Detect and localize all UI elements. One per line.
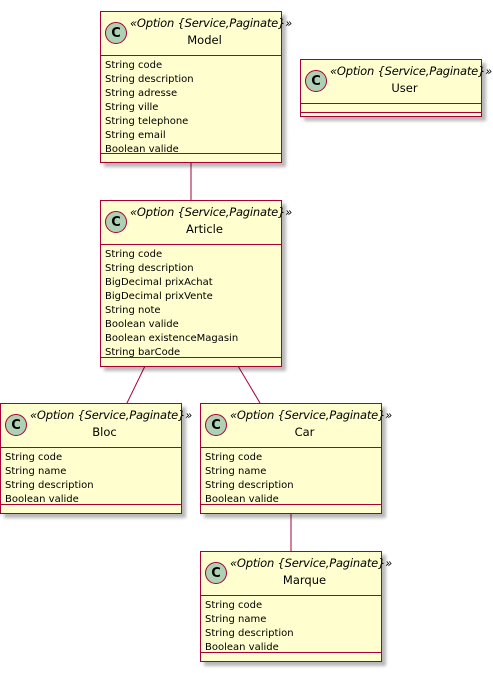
class-model[interactable]: C «Option {Service,Paginate}» Model Stri… xyxy=(100,11,293,163)
class-name: Car xyxy=(294,425,315,439)
class-field: String name xyxy=(205,614,267,625)
class-name: User xyxy=(391,81,418,95)
class-car[interactable]: C «Option {Service,Paginate}» Car String… xyxy=(200,403,393,514)
class-field: String code xyxy=(205,600,263,611)
class-stereotype: «Option {Service,Paginate}» xyxy=(230,556,393,570)
class-field: String ville xyxy=(105,102,159,113)
class-marque-fields: String code String name String descripti… xyxy=(201,596,381,655)
class-field: String description xyxy=(105,263,194,274)
class-field: String adresse xyxy=(105,88,178,99)
class-name: Model xyxy=(187,33,222,47)
class-field: String description xyxy=(205,628,294,639)
class-name: Marque xyxy=(282,573,327,587)
class-field: String description xyxy=(205,480,294,491)
class-field: String description xyxy=(5,480,94,491)
class-stereotype: «Option {Service,Paginate}» xyxy=(230,408,393,422)
class-user-methods xyxy=(301,112,481,121)
class-marque-header: C «Option {Service,Paginate}» Marque xyxy=(201,552,393,596)
class-field: String telephone xyxy=(105,116,189,127)
class-field: Boolean valide xyxy=(105,144,179,155)
class-user-fields xyxy=(301,104,481,112)
class-marque-methods xyxy=(201,652,381,661)
class-car-methods xyxy=(201,504,381,513)
class-field: String note xyxy=(105,305,161,316)
class-field: String email xyxy=(105,130,166,141)
class-field: BigDecimal prixAchat xyxy=(105,277,213,288)
class-field: String name xyxy=(5,466,67,477)
class-icon: C xyxy=(105,22,127,44)
class-bloc-header: C «Option {Service,Paginate}» Bloc xyxy=(1,404,193,448)
relation-article-car xyxy=(237,365,261,404)
relation-article-bloc xyxy=(126,365,146,404)
class-user-header: C «Option {Service,Paginate}» User xyxy=(301,60,493,104)
class-field: Boolean valide xyxy=(205,642,279,653)
class-user[interactable]: C «Option {Service,Paginate}» User xyxy=(300,59,493,117)
class-field: String code xyxy=(105,60,163,71)
class-model-methods xyxy=(101,153,281,162)
class-field: String code xyxy=(205,452,263,463)
class-icon: C xyxy=(105,211,127,233)
class-article-methods xyxy=(101,357,281,366)
class-model-header: C «Option {Service,Paginate}» Model xyxy=(101,12,293,56)
class-model-fields: String code String description String ad… xyxy=(101,56,281,157)
class-name: Bloc xyxy=(92,425,117,439)
class-icon: C xyxy=(305,70,327,92)
class-field: Boolean valide xyxy=(105,319,179,330)
class-car-fields: String code String name String descripti… xyxy=(201,448,381,507)
class-icon: C xyxy=(5,414,27,436)
class-icon: C xyxy=(205,562,227,584)
class-field: String code xyxy=(5,452,63,463)
class-bloc[interactable]: C «Option {Service,Paginate}» Bloc Strin… xyxy=(0,403,193,514)
class-article-fields: String code String description BigDecima… xyxy=(101,245,281,360)
class-article-header: C «Option {Service,Paginate}» Article xyxy=(101,201,293,245)
class-bloc-fields: String code String name String descripti… xyxy=(1,448,181,507)
class-field: String code xyxy=(105,249,163,260)
class-field: Boolean valide xyxy=(205,494,279,505)
class-article[interactable]: C «Option {Service,Paginate}» Article St… xyxy=(100,200,293,367)
class-field: BigDecimal prixVente xyxy=(105,291,213,302)
class-field: String name xyxy=(205,466,267,477)
class-stereotype: «Option {Service,Paginate}» xyxy=(130,205,293,219)
class-field: String description xyxy=(105,74,194,85)
class-marque[interactable]: C «Option {Service,Paginate}» Marque Str… xyxy=(200,551,393,662)
class-car-header: C «Option {Service,Paginate}» Car xyxy=(201,404,393,448)
class-field: Boolean existenceMagasin xyxy=(105,333,239,344)
class-bloc-methods xyxy=(1,504,181,513)
class-field: Boolean valide xyxy=(5,494,79,505)
class-stereotype: «Option {Service,Paginate}» xyxy=(30,408,193,422)
class-field: String barCode xyxy=(105,347,181,358)
class-stereotype: «Option {Service,Paginate}» xyxy=(130,16,293,30)
class-stereotype: «Option {Service,Paginate}» xyxy=(330,64,493,78)
class-icon: C xyxy=(205,414,227,436)
class-name: Article xyxy=(186,222,223,236)
